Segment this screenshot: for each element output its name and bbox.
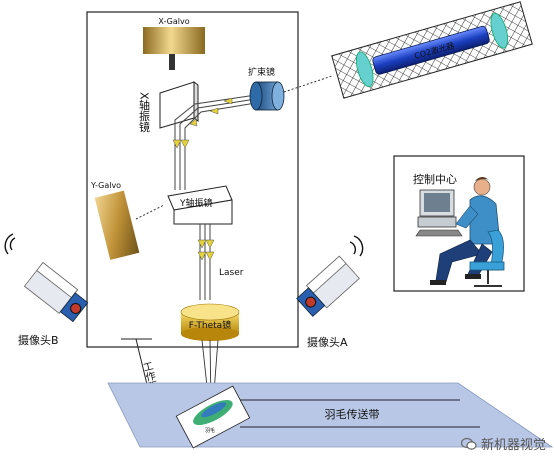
beam-arrow <box>189 118 198 127</box>
beam-expander-label: 扩束镜 <box>248 66 275 78</box>
watermark-text: 新机器视觉 <box>480 438 546 453</box>
control-center-label: 控制中心 <box>413 172 457 186</box>
beam-vertical-lower <box>199 224 211 300</box>
beam-arrow <box>197 251 207 261</box>
camera-a-signal-icon <box>349 235 364 257</box>
beam-arrow <box>223 97 233 105</box>
x-galvo-motor <box>143 27 205 70</box>
camera-b <box>23 262 89 323</box>
wechat-icon <box>460 437 477 450</box>
x-mirror-label: X轴振镜 <box>138 92 151 133</box>
f-theta-lens <box>180 303 240 341</box>
beam-arrow <box>205 239 215 249</box>
feather-sample <box>175 385 251 449</box>
feather-label: 羽毛 <box>205 427 215 434</box>
machine-frame <box>86 11 299 348</box>
laser-output-beam <box>283 75 333 93</box>
f-theta-label: F-Theta镜 <box>189 319 231 331</box>
computer-workstation-icon <box>415 189 463 237</box>
y-galvo-shaft <box>135 204 165 220</box>
office-chair-icon <box>469 229 505 287</box>
beam-arrow <box>205 251 215 261</box>
camera-b-label: 摄像头B <box>18 333 59 347</box>
beam-horizontal <box>174 94 257 150</box>
y-mirror-label: Y轴振镜 <box>179 197 213 209</box>
beam-arrow <box>180 139 190 149</box>
x-galvo-label: X-Galvo <box>158 17 189 26</box>
x-axis-mirror <box>159 81 199 129</box>
y-galvo-label: Y-Galvo <box>90 181 121 190</box>
co2-laser-tube <box>372 25 490 75</box>
camera-a <box>296 255 360 317</box>
beam-arrow <box>197 239 207 249</box>
watermark: 新机器视觉 <box>460 434 546 453</box>
conveyor-label: 羽毛传送带 <box>325 407 380 421</box>
y-axis-mirror <box>167 185 233 225</box>
y-galvo-motor <box>94 190 140 260</box>
camera-a-label: 摄像头A <box>307 335 348 349</box>
beam-arrow <box>209 107 219 115</box>
beam-expander <box>249 81 285 111</box>
beam-vertical-upper <box>174 150 186 190</box>
beam-arrow <box>172 139 182 149</box>
camera-b-signal-icon <box>4 233 16 255</box>
laser-label: Laser <box>219 268 244 278</box>
co2-laser-housing: CO2激光器 <box>331 1 533 99</box>
